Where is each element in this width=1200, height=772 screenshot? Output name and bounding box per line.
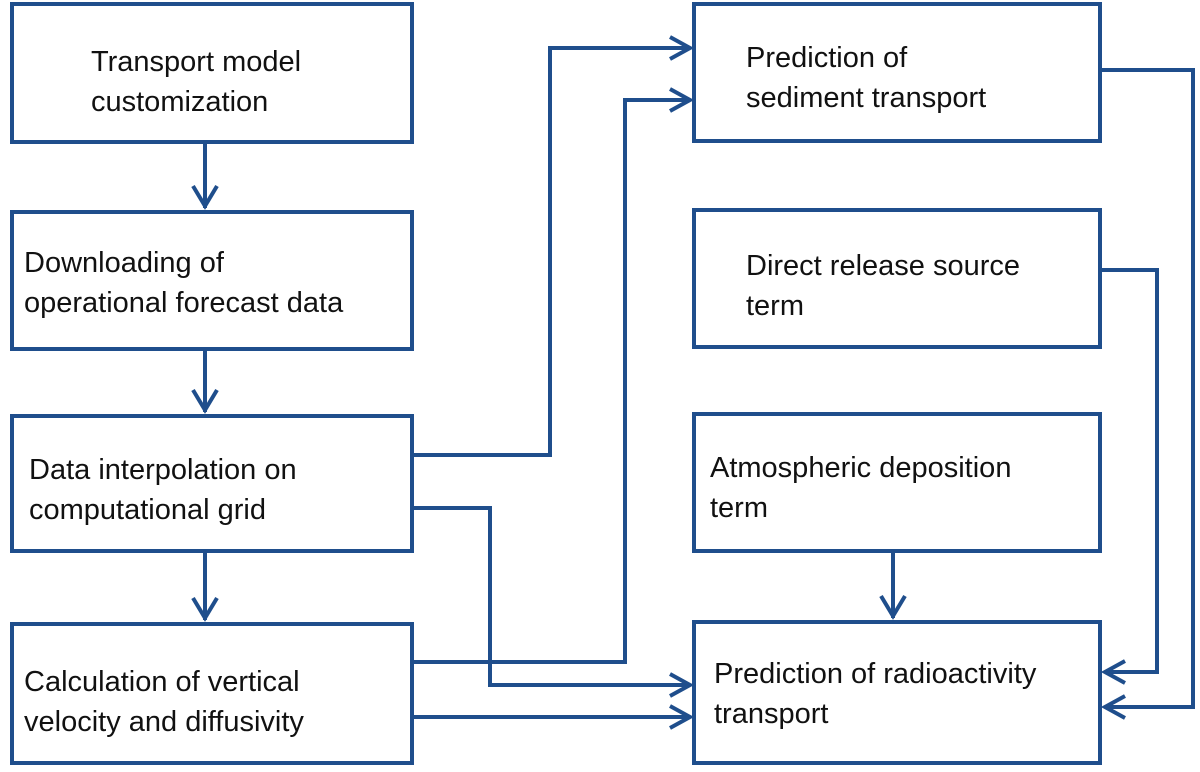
arrowhead-sediment-upper bbox=[669, 35, 695, 61]
box-data-interpolation: Data interpolation on computational grid bbox=[10, 414, 414, 553]
arrowhead-radioactivity-from-interpolation bbox=[669, 672, 695, 698]
connector-interpolation-to-radioactivity bbox=[414, 506, 688, 687]
box-calculation-vertical-velocity: Calculation of vertical velocity and dif… bbox=[10, 622, 414, 765]
box-label-line: Atmospheric deposition bbox=[710, 452, 1012, 484]
arrowhead-calculation bbox=[191, 596, 219, 622]
box-prediction-sediment-transport: Prediction of sediment transport bbox=[692, 2, 1102, 143]
connector-direct-release-to-radioactivity bbox=[1097, 268, 1159, 674]
box-transport-model-customization: Transport model customization bbox=[10, 2, 414, 144]
box-label-line: transport bbox=[714, 698, 829, 730]
box-label-line: sediment transport bbox=[746, 82, 987, 114]
box-label-line: velocity and diffusivity bbox=[24, 706, 304, 738]
box-label-line: operational forecast data bbox=[24, 287, 344, 319]
connector-calculation-to-sediment bbox=[414, 98, 688, 664]
box-label-line: Direct release source bbox=[746, 250, 1020, 282]
box-prediction-radioactivity-transport: Prediction of radioactivity transport bbox=[692, 620, 1102, 765]
arrowhead-radioactivity-from-sediment bbox=[1100, 694, 1126, 720]
box-direct-release-source-term: Direct release source term bbox=[692, 208, 1102, 349]
box-label-line: Calculation of vertical bbox=[24, 666, 300, 698]
arrowhead-radioactivity-from-calculation bbox=[669, 704, 695, 730]
box-label-line: customization bbox=[91, 86, 269, 118]
arrowhead-interpolation bbox=[191, 388, 219, 414]
box-label-line: term bbox=[746, 290, 804, 322]
box-label-line: Downloading of bbox=[24, 247, 224, 279]
box-downloading-forecast-data: Downloading of operational forecast data bbox=[10, 210, 414, 351]
box-label-line: Prediction of bbox=[746, 42, 908, 74]
arrowhead-radioactivity-from-direct-release bbox=[1100, 659, 1126, 685]
box-label-line: Prediction of radioactivity bbox=[714, 658, 1037, 690]
connector-sediment-to-radioactivity bbox=[1102, 68, 1195, 709]
arrowhead-radioactivity-from-atmospheric bbox=[879, 594, 907, 620]
box-label-line: computational grid bbox=[29, 494, 266, 526]
box-atmospheric-deposition-term: Atmospheric deposition term bbox=[692, 412, 1102, 553]
connector-interpolation-to-sediment bbox=[414, 46, 688, 457]
box-label-line: term bbox=[710, 492, 768, 524]
box-label-line: Transport model bbox=[91, 46, 302, 78]
box-label-line: Data interpolation on bbox=[29, 454, 297, 486]
arrowhead-sediment-lower bbox=[669, 87, 695, 113]
arrowhead-downloading bbox=[191, 184, 219, 210]
